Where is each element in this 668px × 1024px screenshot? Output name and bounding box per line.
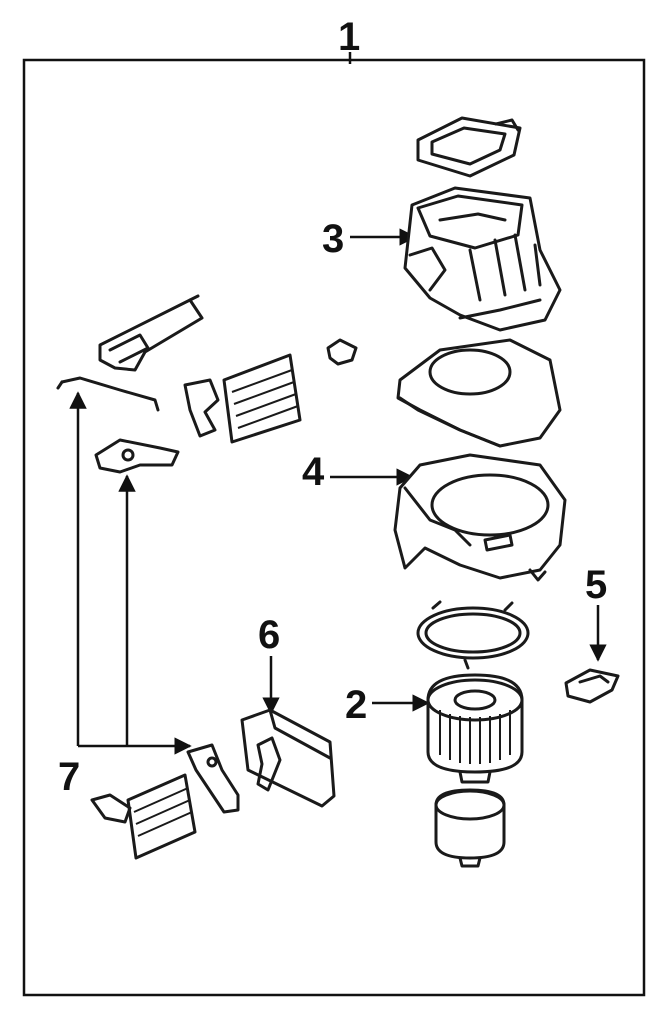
assembly-frame: [22, 58, 646, 997]
valve-bracket: [94, 438, 180, 474]
control-rod: [56, 376, 160, 412]
bracket-arm: [186, 743, 240, 814]
callout-5: 5: [585, 563, 607, 607]
pipe-assembly: [98, 294, 204, 372]
blower-gasket: [416, 600, 530, 670]
filter-gasket: [416, 116, 522, 178]
heater-core-upper: [183, 353, 302, 444]
callout-1: 1: [338, 15, 360, 59]
blower-case-plate: [396, 338, 562, 448]
control-module: [240, 708, 336, 808]
blower-motor: [426, 673, 524, 784]
clip: [326, 338, 358, 366]
blower-case-upper: [403, 186, 562, 332]
callout-7: 7: [58, 755, 80, 799]
callout-7-leaders: [69, 391, 192, 755]
callout-4: 4: [302, 450, 325, 494]
resistor: [564, 668, 620, 704]
callout-6: 6: [258, 613, 280, 657]
heater-core-lower: [90, 773, 197, 860]
callout-3: 3: [322, 217, 344, 261]
callout-2: 2: [345, 683, 367, 727]
blower-case-scroll: [393, 453, 567, 582]
motor-housing: [434, 788, 506, 868]
